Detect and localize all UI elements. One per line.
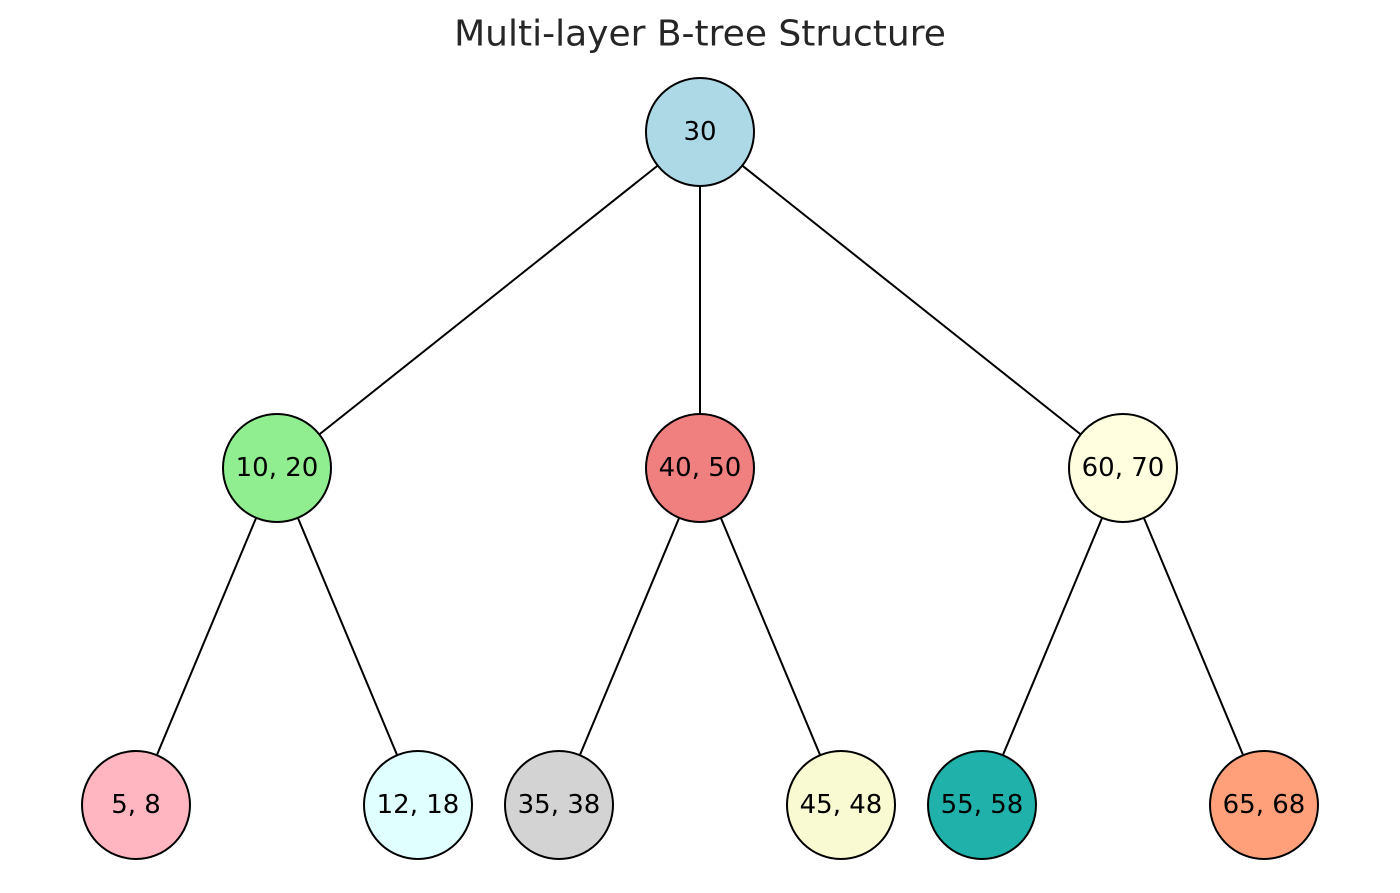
node-label: 40, 50 — [659, 453, 742, 483]
edge-n1-l1 — [135, 467, 278, 806]
node-label: 35, 38 — [518, 790, 601, 820]
node-label: 55, 58 — [941, 790, 1024, 820]
node-circle — [363, 750, 473, 860]
tree-node-root: 30 — [645, 77, 755, 187]
tree-node-l4: 45, 48 — [786, 750, 896, 860]
node-circle — [927, 750, 1037, 860]
node-label: 45, 48 — [800, 790, 883, 820]
edge-n1-l2 — [276, 467, 419, 806]
nodes-layer: 30 10, 20 40, 50 60, 70 5, 8 12, 18 35, 38 45, … — [81, 77, 1319, 860]
node-label: 60, 70 — [1082, 453, 1165, 483]
edge-root-n1 — [276, 131, 701, 469]
node-label: 12, 18 — [377, 790, 460, 820]
node-circle — [81, 750, 191, 860]
tree-node-l1: 5, 8 — [81, 750, 191, 860]
tree-node-l5: 55, 58 — [927, 750, 1037, 860]
tree-node-n2: 40, 50 — [645, 413, 755, 523]
node-label: 10, 20 — [236, 453, 319, 483]
node-label: 30 — [683, 117, 716, 147]
node-circle — [504, 750, 614, 860]
node-circle — [786, 750, 896, 860]
node-circle — [1068, 413, 1178, 523]
edge-n3-l5 — [981, 467, 1124, 806]
edges-layer — [135, 131, 1265, 806]
edge-n3-l6 — [1122, 467, 1265, 806]
node-circle — [222, 413, 332, 523]
tree-node-n1: 10, 20 — [222, 413, 332, 523]
tree-node-l2: 12, 18 — [363, 750, 473, 860]
edge-n2-l4 — [699, 467, 842, 806]
node-circle — [645, 413, 755, 523]
node-label: 5, 8 — [111, 790, 161, 820]
edge-n2-l3 — [558, 467, 701, 806]
tree-node-n3: 60, 70 — [1068, 413, 1178, 523]
node-label: 65, 68 — [1223, 790, 1306, 820]
tree-node-l6: 65, 68 — [1209, 750, 1319, 860]
tree-node-l3: 35, 38 — [504, 750, 614, 860]
node-circle — [1209, 750, 1319, 860]
diagram-title: Multi-layer B-tree Structure — [454, 14, 946, 55]
edge-root-n3 — [699, 131, 1124, 469]
node-circle — [645, 77, 755, 187]
